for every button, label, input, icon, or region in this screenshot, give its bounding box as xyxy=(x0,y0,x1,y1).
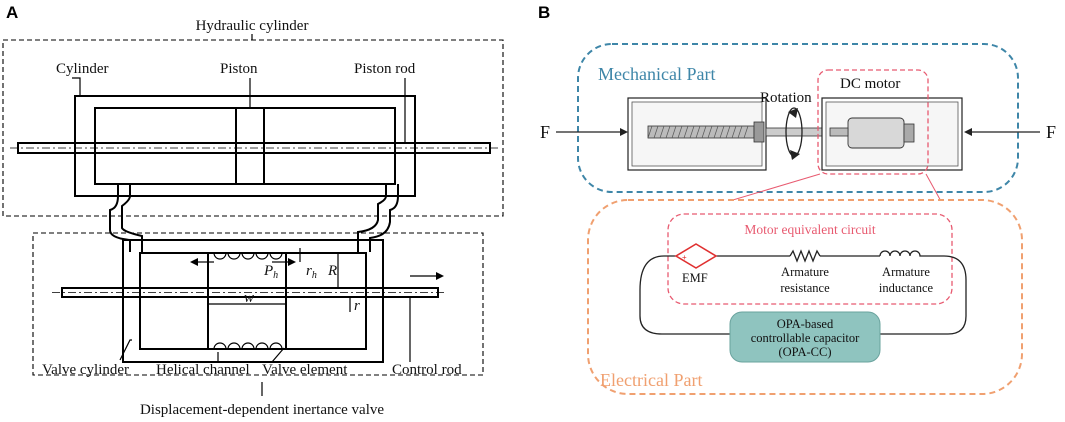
circuit-wire-left xyxy=(639,255,730,335)
circuit-wire-right xyxy=(880,255,967,335)
rotation-arrowhead-2 xyxy=(790,150,800,160)
rotation-arrowhead xyxy=(788,108,798,118)
valve-element-leader xyxy=(271,347,285,363)
r-symbol: r xyxy=(354,298,360,314)
emf-label: EMF xyxy=(682,271,708,285)
flow-arrowhead-left xyxy=(190,258,198,266)
valve-element-label: Valve element xyxy=(262,362,348,378)
piston-rod-label: Piston rod xyxy=(354,61,416,77)
dc-motor-body xyxy=(847,117,905,149)
mechanical-part-label: Mechanical Part xyxy=(598,64,715,84)
coupling-shaft xyxy=(765,127,823,137)
dc-motor-endcap xyxy=(903,123,915,143)
force-left-arrowhead xyxy=(620,128,628,136)
control-rod-arrowhead xyxy=(436,272,444,280)
piston xyxy=(235,107,265,185)
valve-box xyxy=(32,232,484,376)
armature-resistance-label-1: Armature xyxy=(781,265,829,279)
opa-cc-box xyxy=(729,311,881,363)
force-right-arrowhead xyxy=(964,128,972,136)
armature-inductance-label-1: Armature xyxy=(882,265,930,279)
rh-symbol: rh xyxy=(306,263,317,281)
cylinder-leader xyxy=(72,77,81,96)
piston-label: Piston xyxy=(220,61,258,77)
hydraulic-cylinder-label: Hydraulic cylinder xyxy=(196,18,309,34)
ball-nut xyxy=(753,121,765,143)
w-symbol: w xyxy=(244,290,254,306)
cylinder-inner xyxy=(94,107,396,185)
valve-cylinder-outer xyxy=(122,239,384,363)
motor-circuit-box xyxy=(667,213,953,305)
cylinder-outer xyxy=(74,95,416,197)
panel-a-letter: A xyxy=(6,3,18,22)
motor-circuit-label: Motor equivalent circuit xyxy=(744,222,875,237)
opa-cc-label-3: (OPA-CC) xyxy=(778,345,831,359)
pipe-right-outer xyxy=(369,184,399,252)
opa-cc-label-1: OPA-based xyxy=(777,317,834,331)
cylinder-label: Cylinder xyxy=(56,61,109,77)
valve-element xyxy=(207,252,287,350)
inductor-icon xyxy=(879,250,940,257)
dc-motor-label: DC motor xyxy=(840,76,900,92)
valve-cylinder-leader xyxy=(119,339,132,361)
valve-cylinder-label: Valve cylinder xyxy=(42,362,129,378)
valve-caption: Displacement-dependent inertance valve xyxy=(140,402,384,418)
force-right-label: F xyxy=(1046,122,1056,142)
ball-screw xyxy=(647,125,755,139)
pipe-left-outer xyxy=(109,184,131,252)
emf-plus-icon: + xyxy=(682,253,687,262)
mechanical-part-box xyxy=(577,43,1019,193)
armature-inductance-label-2: inductance xyxy=(879,281,934,295)
control-rod-label: Control rod xyxy=(392,362,462,378)
helical-channel-label: Helical channel xyxy=(156,362,250,378)
emf-source-icon xyxy=(674,243,718,269)
rotation-label: Rotation xyxy=(760,90,812,106)
helical-channel-bottom xyxy=(213,342,283,350)
R-symbol: R xyxy=(327,263,337,279)
helical-channel-top xyxy=(213,252,283,260)
flow-arrowhead-right xyxy=(288,258,296,266)
pipe-left-inner xyxy=(121,184,143,252)
resistor-icon xyxy=(789,249,821,263)
pipe-right-inner xyxy=(357,184,387,252)
opa-cc-label-2: controllable capacitor xyxy=(751,331,860,345)
force-left-label: F xyxy=(540,122,550,142)
hydraulic-cylinder-box xyxy=(2,39,504,217)
pitch-symbol: Ph xyxy=(263,263,278,281)
dc-motor-shaft xyxy=(829,127,849,137)
electrical-part-label: Electrical Part xyxy=(600,370,702,390)
armature-resistance-label-2: resistance xyxy=(780,281,830,295)
panel-b-letter: B xyxy=(538,3,550,22)
dc-motor-box xyxy=(817,69,929,175)
ball-screw-threads xyxy=(647,125,749,139)
